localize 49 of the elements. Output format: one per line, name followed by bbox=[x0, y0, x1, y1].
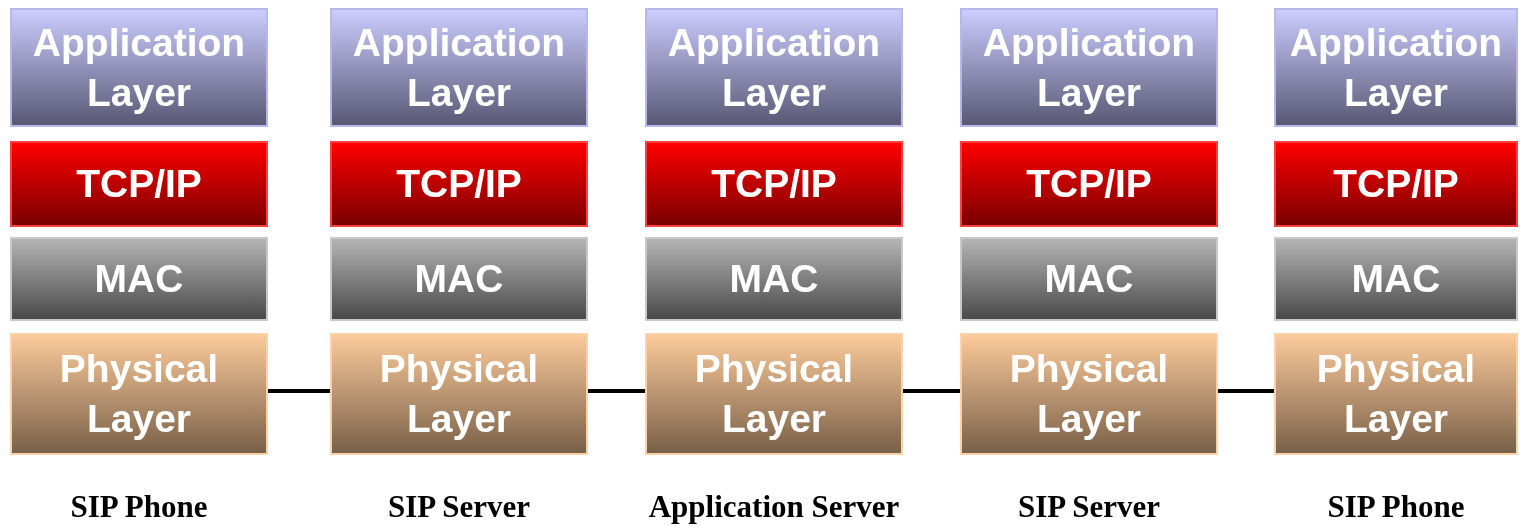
layer-box bbox=[10, 237, 268, 321]
layer-box bbox=[1274, 141, 1518, 227]
layer-box bbox=[10, 8, 268, 127]
layer-label: TCP/IP bbox=[76, 161, 202, 208]
layer-box bbox=[1274, 237, 1518, 321]
layer-box bbox=[960, 333, 1218, 455]
layer-label: TCP/IP bbox=[711, 161, 837, 208]
connector-line bbox=[1218, 389, 1274, 393]
layer-label: Physical Layer bbox=[378, 346, 540, 442]
layer-box bbox=[330, 333, 588, 455]
layer-box bbox=[1274, 333, 1518, 455]
layer-box bbox=[645, 333, 903, 455]
device-label: SIP Phone bbox=[1327, 488, 1465, 526]
layer-box bbox=[645, 141, 903, 227]
layer-box bbox=[330, 8, 588, 127]
layer-label: Physical Layer bbox=[693, 346, 855, 442]
layer-box bbox=[10, 333, 268, 455]
layer-label: Physical Layer bbox=[1008, 346, 1170, 442]
device-label: Application Server bbox=[648, 488, 900, 526]
connector-line bbox=[903, 389, 960, 393]
layer-label: MAC bbox=[1044, 256, 1134, 303]
layer-label: MAC bbox=[414, 256, 504, 303]
layer-label: Application Layer bbox=[981, 19, 1197, 116]
layer-label: TCP/IP bbox=[1333, 161, 1459, 208]
layer-box bbox=[645, 237, 903, 321]
layer-box bbox=[960, 8, 1218, 127]
layer-label: Application Layer bbox=[351, 19, 567, 116]
layer-label: MAC bbox=[729, 256, 819, 303]
device-label: SIP Server bbox=[1017, 488, 1161, 526]
layer-label: Physical Layer bbox=[58, 346, 220, 442]
connector-line bbox=[588, 389, 645, 393]
layer-label: Application Layer bbox=[31, 19, 247, 116]
connector-line bbox=[268, 389, 330, 393]
device-label: SIP Server bbox=[387, 488, 531, 526]
layer-label: MAC bbox=[94, 256, 184, 303]
layer-label: TCP/IP bbox=[396, 161, 522, 208]
layer-box bbox=[645, 8, 903, 127]
layer-box bbox=[960, 141, 1218, 227]
layer-box bbox=[330, 237, 588, 321]
layer-box bbox=[1274, 8, 1518, 127]
layer-box bbox=[10, 141, 268, 227]
layer-box bbox=[960, 237, 1218, 321]
layer-label: TCP/IP bbox=[1026, 161, 1152, 208]
layer-label: Application Layer bbox=[666, 19, 882, 116]
device-label: SIP Phone bbox=[70, 488, 208, 526]
layer-label: MAC bbox=[1351, 256, 1441, 303]
layer-label: Application Layer bbox=[1288, 19, 1504, 116]
layer-box bbox=[330, 141, 588, 227]
layer-label: Physical Layer bbox=[1315, 346, 1477, 442]
